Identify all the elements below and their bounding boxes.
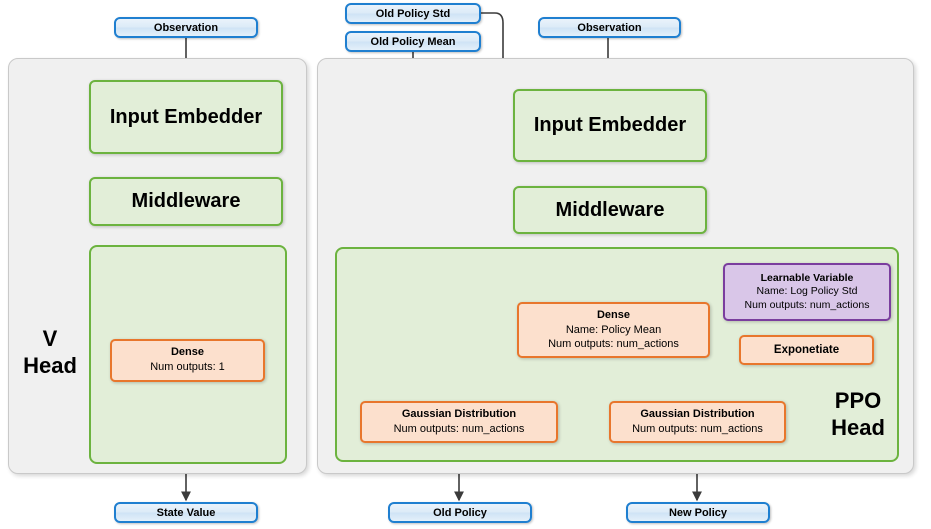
gaussian-old-title: Gaussian Distribution xyxy=(401,407,517,420)
gaussian-old-num-outputs: Num outputs: num_actions xyxy=(393,422,525,435)
input-observation-left[interactable]: Observation xyxy=(114,17,258,38)
gaussian-distribution-old[interactable]: Gaussian Distribution Num outputs: num_a… xyxy=(360,401,558,443)
ppo-head-dense-policy-mean[interactable]: Dense Name: Policy Mean Num outputs: num… xyxy=(517,302,710,358)
ppo-head-input-embedder[interactable]: Input Embedder xyxy=(513,89,707,162)
ppo-dense-num-outputs: Num outputs: num_actions xyxy=(548,337,679,350)
ppo-head-learnable-variable[interactable]: Learnable Variable Name: Log Policy Std … xyxy=(723,263,891,321)
v-head-dense-title: Dense xyxy=(170,346,205,359)
v-head-input-embedder[interactable]: Input Embedder xyxy=(89,80,283,154)
learnable-variable-title: Learnable Variable xyxy=(760,271,854,284)
v-head-middleware[interactable]: Middleware xyxy=(89,177,283,226)
input-old-policy-std[interactable]: Old Policy Std xyxy=(345,3,481,24)
learnable-variable-name: Name: Log Policy Std xyxy=(756,284,858,297)
output-state-value[interactable]: State Value xyxy=(114,502,258,523)
ppo-head-middleware[interactable]: Middleware xyxy=(513,186,707,234)
v-head-label: V Head xyxy=(23,326,77,378)
learnable-variable-num-outputs: Num outputs: num_actions xyxy=(744,298,870,311)
v-head-dense-num-outputs: Num outputs: 1 xyxy=(150,361,225,374)
gaussian-distribution-new[interactable]: Gaussian Distribution Num outputs: num_a… xyxy=(609,401,786,443)
ppo-head-label: PPO Head xyxy=(831,388,885,440)
gaussian-new-title: Gaussian Distribution xyxy=(640,407,755,420)
exponetiate-title: Exponetiate xyxy=(773,343,840,356)
v-head-dense-node[interactable]: Dense Num outputs: 1 xyxy=(110,339,265,382)
ppo-dense-name: Name: Policy Mean xyxy=(565,323,662,336)
ppo-head-exponetiate[interactable]: Exponetiate xyxy=(739,335,874,365)
input-old-policy-mean[interactable]: Old Policy Mean xyxy=(345,31,481,52)
ppo-dense-title: Dense xyxy=(596,308,631,321)
output-new-policy[interactable]: New Policy xyxy=(626,502,770,523)
input-observation-right[interactable]: Observation xyxy=(538,17,681,38)
gaussian-new-num-outputs: Num outputs: num_actions xyxy=(632,422,763,435)
output-old-policy[interactable]: Old Policy xyxy=(388,502,532,523)
